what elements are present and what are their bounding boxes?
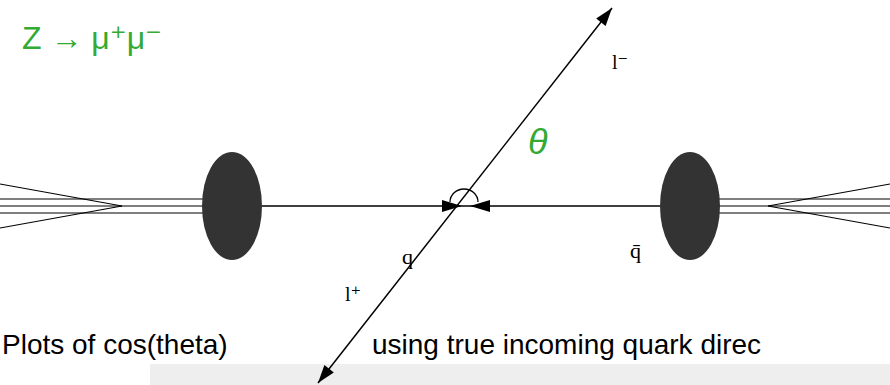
quark-label: q <box>402 246 413 268</box>
lepton-arrow <box>596 8 612 26</box>
hadron-blob <box>660 152 720 260</box>
lepton-arrow <box>318 365 334 383</box>
lepton-label: l⁻ <box>612 52 628 72</box>
caption-text: Plots of cos(theta) <box>2 331 228 359</box>
bottom-band <box>150 364 890 385</box>
process-title: Z → μ⁺μ⁻ <box>22 22 162 54</box>
angle-arc <box>450 189 478 202</box>
hadron-blob <box>202 152 262 260</box>
antiquark-arrow <box>470 200 490 212</box>
caption-text: using true incoming quark direc <box>372 331 761 359</box>
quark-arrow <box>442 200 462 212</box>
antiquark-label: q̄ <box>630 240 641 262</box>
antilepton-label: l⁺ <box>345 284 361 304</box>
lepton-line <box>318 8 612 383</box>
angle-symbol: θ <box>528 124 548 160</box>
